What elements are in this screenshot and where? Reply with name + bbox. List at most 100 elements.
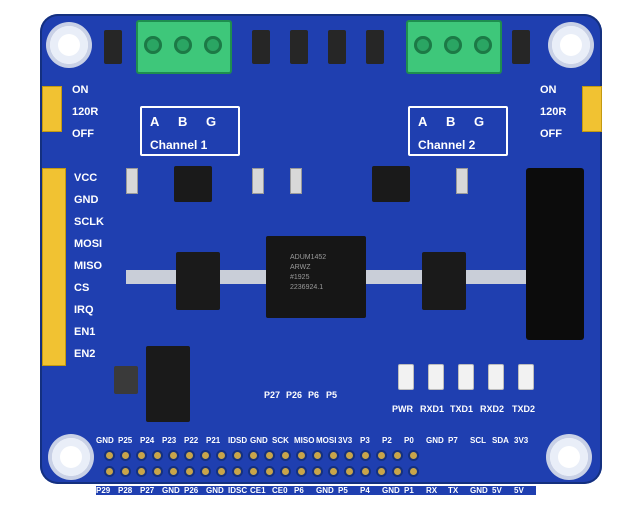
gpio-pin [250, 468, 257, 475]
pin-label: P3 [360, 436, 370, 445]
smd-component [252, 168, 264, 194]
diode-icon [104, 30, 122, 64]
channel-2-label: Channel 2 [418, 138, 476, 152]
gpio-pin [154, 452, 161, 459]
led-label-rxd1: RXD1 [420, 404, 445, 414]
terminal-letter-g-ch1: G [206, 114, 217, 129]
top-pin-labels: GND P25 P24 P23 P22 P21 IDSD GND SCK MIS… [96, 436, 536, 445]
gpio-pin [154, 468, 161, 475]
gpio-pin [234, 468, 241, 475]
led-rxd1 [428, 364, 444, 390]
bottom-pin-labels: P29 P28 P27 GND P26 GND IDSC CE1 CE0 P6 … [96, 486, 536, 495]
gpio-pin [346, 468, 353, 475]
gpio-pin [170, 468, 177, 475]
pin-label: P1 [404, 486, 426, 495]
screw-icon [474, 36, 492, 54]
terminal-letter-b-ch1: B [178, 114, 188, 129]
header-label-gnd: GND [74, 194, 99, 206]
pin-label: P2 [382, 436, 392, 445]
chip-text-4: 2236924.1 [290, 284, 324, 291]
gpio-pin [410, 452, 417, 459]
gpio-pin [298, 452, 305, 459]
diode-icon [512, 30, 530, 64]
pin-label: 5V [514, 486, 536, 495]
gpio-pin [282, 452, 289, 459]
gpio-pin [330, 468, 337, 475]
pin-label: P27 [140, 486, 162, 495]
pin-label: P22 [184, 436, 199, 445]
gpio-pin [362, 452, 369, 459]
pin-label: GND [426, 436, 444, 445]
chip-text-2: ARWZ [290, 264, 311, 271]
gpio-pin [218, 468, 225, 475]
can-controller-chip [146, 346, 190, 422]
jumper-120r-ch2 [582, 86, 602, 132]
led-txd2 [518, 364, 534, 390]
ref-p27: P27 [264, 390, 281, 400]
dc-dc-module [526, 168, 584, 340]
gpio-pin [394, 452, 401, 459]
diode-icon [328, 30, 346, 64]
header-label-en1: EN1 [74, 326, 96, 338]
pin-label: IDSC [228, 486, 250, 495]
jumper-on-label-ch2: ON [540, 84, 557, 96]
mounting-hole-bottom-left [52, 438, 90, 476]
terminal-letter-g-ch2: G [474, 114, 485, 129]
screw-icon [414, 36, 432, 54]
screw-icon [174, 36, 192, 54]
channel-2-outline [408, 106, 508, 156]
gpio-pin [346, 452, 353, 459]
gpio-pin [186, 468, 193, 475]
gpio-pin [394, 468, 401, 475]
pin-label: GND [316, 486, 338, 495]
header-label-sclk: SCLK [74, 216, 104, 228]
gpio-pin [122, 468, 129, 475]
jumper-off-label-ch1: OFF [72, 128, 94, 140]
ref-p6: P6 [308, 390, 320, 400]
pin-label: GND [470, 486, 492, 495]
diode-icon [366, 30, 384, 64]
terminal-letter-b-ch2: B [446, 114, 456, 129]
diode-icon [252, 30, 270, 64]
mounting-hole-bottom-right [550, 438, 588, 476]
jumper-on-label-ch1: ON [72, 84, 89, 96]
header-label-irq: IRQ [74, 304, 94, 316]
gpio-pin [122, 452, 129, 459]
pin-label: GND [382, 486, 404, 495]
smd-component [290, 168, 302, 194]
smd-component [456, 168, 468, 194]
gpio-pin [266, 468, 273, 475]
pin-label: CE0 [272, 486, 294, 495]
chip-text-3: #1925 [290, 274, 310, 281]
channel-1-outline [140, 106, 240, 156]
terminal-block-channel-2 [406, 20, 502, 74]
optocoupler-chip-2 [422, 252, 466, 310]
gpio-pin [250, 452, 257, 459]
gpio-pin [218, 452, 225, 459]
screw-icon [144, 36, 162, 54]
pin-label: IDSD [228, 436, 248, 445]
ref-p26: P26 [286, 390, 303, 400]
screw-icon [204, 36, 222, 54]
header-label-en2: EN2 [74, 348, 96, 360]
gpio-pin [186, 452, 193, 459]
pin-label: GND [96, 436, 114, 445]
isolator-chip: ADUM1452 ARWZ #1925 2236924.1 [266, 236, 366, 318]
crystal [114, 366, 138, 394]
pin-label: RX [426, 486, 448, 495]
pin-label: P21 [206, 436, 221, 445]
pin-label: SCL [470, 436, 486, 445]
pin-label: 3V3 [338, 436, 353, 445]
led-label-pwr: PWR [392, 404, 413, 414]
gpio-header-row-top [106, 452, 417, 459]
pin-label: P29 [96, 486, 118, 495]
gpio-pin [410, 468, 417, 475]
gpio-pin [170, 452, 177, 459]
gpio-pin [330, 452, 337, 459]
gpio-pin [202, 468, 209, 475]
pin-label: 5V [492, 486, 514, 495]
pin-label: P23 [162, 436, 177, 445]
pin-label: P0 [404, 436, 414, 445]
pin-label: P28 [118, 486, 140, 495]
gpio-pin [314, 468, 321, 475]
